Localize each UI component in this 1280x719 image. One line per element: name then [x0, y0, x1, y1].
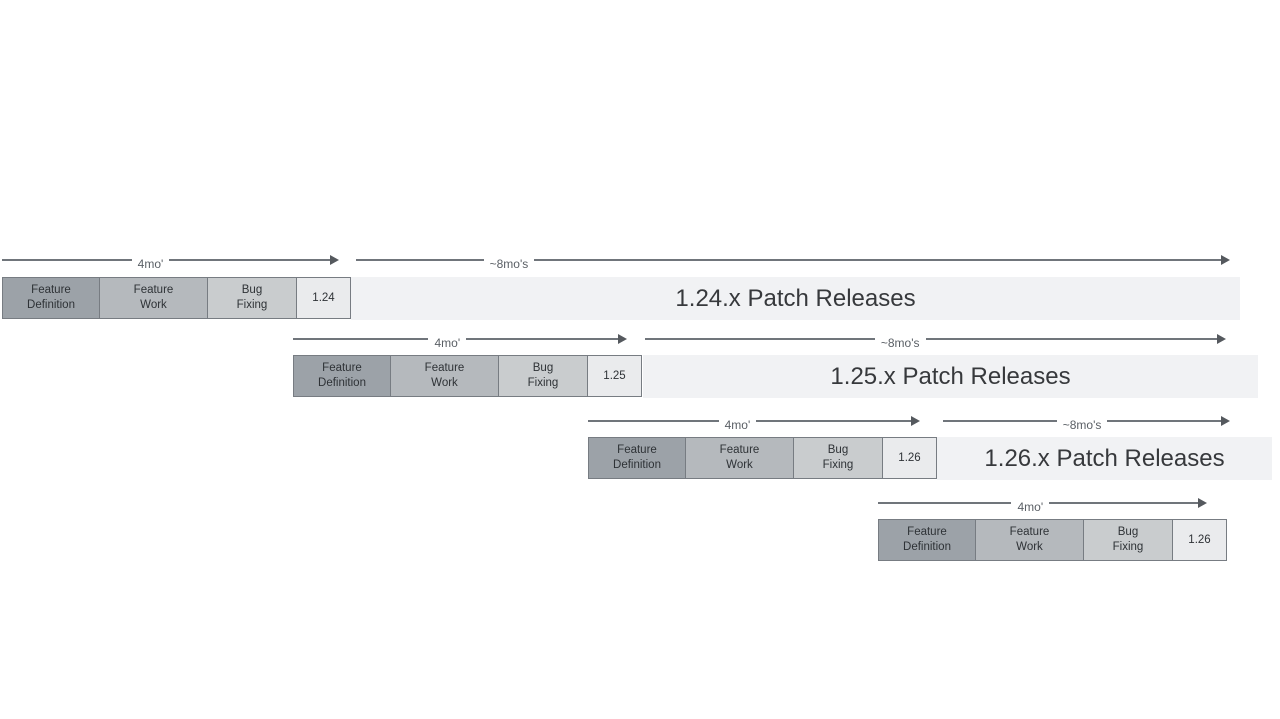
cycle-duration-arrow-row1: 4mo'	[2, 251, 339, 271]
patch-duration-arrow-row2: ~8mo's	[645, 330, 1226, 350]
phase-feature-work: Feature Work	[976, 520, 1084, 560]
arrow-head-icon	[1107, 416, 1230, 426]
cycle-duration-arrow-row4: 4mo'	[878, 494, 1207, 514]
cycle-duration-arrow-row2: 4mo'	[293, 330, 627, 350]
patch-duration-label-row3: ~8mo's	[1062, 418, 1102, 432]
phase-feature-definition: Feature Definition	[294, 356, 391, 396]
version-box-row4: 1.26	[1173, 520, 1226, 560]
arrow-head-icon	[534, 255, 1230, 265]
release-cycle-row2: Feature Definition Feature Work Bug Fixi…	[293, 355, 642, 397]
patch-releases-label-row3: 1.26.x Patch Releases	[984, 444, 1225, 472]
release-cycle-row4: Feature Definition Feature Work Bug Fixi…	[878, 519, 1227, 561]
patch-duration-arrow-row3: ~8mo's	[943, 412, 1230, 432]
arrow-line	[645, 338, 875, 340]
arrow-line	[943, 420, 1057, 422]
arrow-line	[2, 259, 132, 261]
patch-duration-arrow-row1: ~8mo's	[356, 251, 1230, 271]
cycle-duration-label-row3: 4mo'	[724, 418, 751, 432]
phase-bug-fixing: Bug Fixing	[208, 278, 297, 318]
cycle-duration-arrow-row3: 4mo'	[588, 412, 920, 432]
patch-duration-label-row1: ~8mo's	[489, 257, 529, 271]
arrow-head-icon	[1049, 498, 1207, 508]
patch-releases-label-row2: 1.25.x Patch Releases	[830, 362, 1071, 390]
patch-releases-bar-row2: 1.25.x Patch Releases	[643, 355, 1258, 398]
phase-bug-fixing: Bug Fixing	[499, 356, 588, 396]
arrow-head-icon	[466, 334, 627, 344]
version-box-row1: 1.24	[297, 278, 350, 318]
arrow-line	[588, 420, 719, 422]
phase-feature-definition: Feature Definition	[589, 438, 686, 478]
arrow-head-icon	[925, 334, 1226, 344]
phase-feature-definition: Feature Definition	[879, 520, 976, 560]
arrow-line	[356, 259, 484, 261]
phase-feature-definition: Feature Definition	[3, 278, 100, 318]
cycle-duration-label-row2: 4mo'	[434, 336, 461, 350]
phase-feature-work: Feature Work	[391, 356, 499, 396]
cycle-duration-label-row4: 4mo'	[1017, 500, 1044, 514]
phase-bug-fixing: Bug Fixing	[1084, 520, 1173, 560]
cycle-duration-label-row1: 4mo'	[137, 257, 164, 271]
patch-duration-label-row2: ~8mo's	[880, 336, 920, 350]
version-box-row2: 1.25	[588, 356, 641, 396]
phase-bug-fixing: Bug Fixing	[794, 438, 883, 478]
arrow-line	[293, 338, 429, 340]
patch-releases-bar-row3: 1.26.x Patch Releases	[937, 437, 1272, 480]
version-box-row3: 1.26	[883, 438, 936, 478]
arrow-head-icon	[169, 255, 339, 265]
arrow-head-icon	[756, 416, 920, 426]
arrow-line	[878, 502, 1012, 504]
phase-feature-work: Feature Work	[100, 278, 208, 318]
patch-releases-bar-row1: 1.24.x Patch Releases	[351, 277, 1240, 320]
patch-releases-label-row1: 1.24.x Patch Releases	[675, 284, 916, 312]
release-cycle-row3: Feature Definition Feature Work Bug Fixi…	[588, 437, 937, 479]
release-cycle-row1: Feature Definition Feature Work Bug Fixi…	[2, 277, 351, 319]
phase-feature-work: Feature Work	[686, 438, 794, 478]
